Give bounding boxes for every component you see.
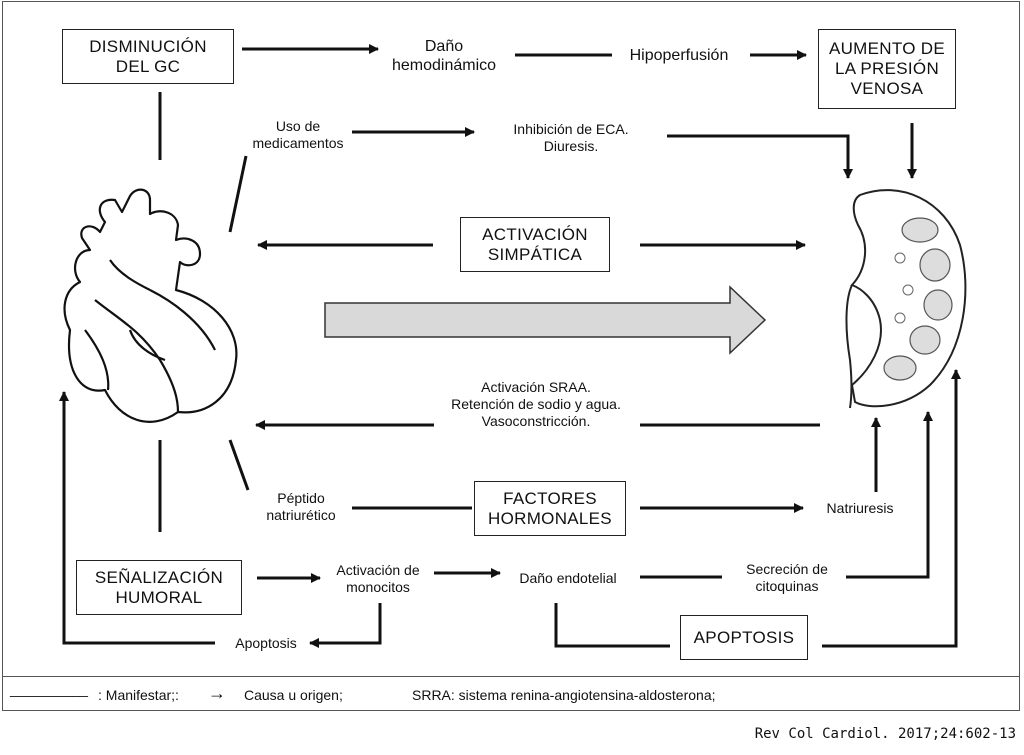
kidney-illustration bbox=[845, 189, 967, 409]
big-flow-arrow bbox=[324, 285, 767, 355]
node-factores-hormonales: FACTORES HORMONALES bbox=[474, 481, 626, 536]
node-senalizacion-humoral: SEÑALIZACIÓN HUMORAL bbox=[76, 560, 242, 615]
node-aumento-presion: AUMENTO DE LA PRESIÓN VENOSA bbox=[818, 29, 956, 109]
arrow-eca-to-kidney bbox=[667, 134, 853, 179]
arrow-apoptosis-to-kidney bbox=[822, 369, 961, 648]
arrow-apoptosis-to-heart bbox=[59, 391, 215, 645]
legend: __________ : Manifestar;: → Causa u orig… bbox=[2, 676, 1020, 713]
line-heart-to-peptido bbox=[228, 439, 250, 491]
arrow-secrecion-to-kidney bbox=[846, 411, 933, 579]
legend-manifestar-line: __________ bbox=[10, 681, 88, 697]
label-activacion-monocitos: Activación de monocitos bbox=[336, 562, 420, 595]
label-activacion-sraa: Activación SRAA. Retención de sodio y ag… bbox=[451, 379, 621, 429]
label-uso-medicamentos: Uso de medicamentos bbox=[252, 118, 344, 151]
label-dano-hemodinamico: Daño hemodinámico bbox=[391, 38, 497, 74]
line-heart-to-uso bbox=[228, 155, 248, 233]
label-apoptosis: Apoptosis bbox=[235, 635, 297, 651]
legend-arrow-icon: → bbox=[208, 683, 226, 703]
legend-srra: SRRA: sistema renina-angiotensina-aldost… bbox=[412, 687, 716, 703]
heart-illustration bbox=[63, 188, 238, 423]
arrow-monocitos-to-apoptosis bbox=[309, 603, 382, 648]
label-hipoperfusion: Hipoperfusión bbox=[629, 47, 729, 64]
label-natriuresis: Natriuresis bbox=[826, 500, 894, 516]
label-secrecion-citoquinas: Secreción de citoquinas bbox=[746, 561, 828, 594]
citation: Rev Col Cardiol. 2017;24:602-13 bbox=[754, 726, 1016, 742]
legend-manifestar: : Manifestar;: bbox=[98, 687, 179, 703]
line-endotelial-to-apoptosis bbox=[554, 603, 670, 648]
label-inhibicion-eca: Inhibición de ECA. Diuresis. bbox=[513, 121, 629, 154]
node-disminucion-gc: DISMINUCIÓN DEL GC bbox=[62, 29, 234, 84]
node-apoptosis: APOPTOSIS bbox=[680, 615, 808, 660]
node-activacion-simpatica: ACTIVACIÓN SIMPÁTICA bbox=[460, 217, 610, 272]
label-dano-endotelial: Daño endotelial bbox=[519, 570, 617, 586]
label-peptido: Péptido natriurético bbox=[266, 490, 336, 523]
legend-causa: Causa u origen; bbox=[244, 687, 343, 703]
